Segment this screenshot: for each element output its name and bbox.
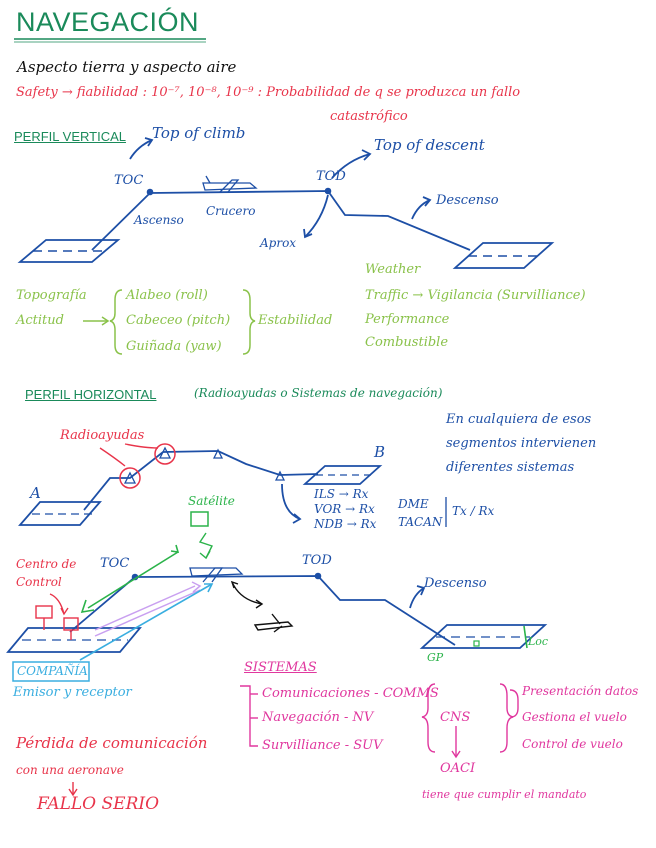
tacan-label: TACAN: [398, 515, 443, 529]
horizontal-profile-drawing: [18, 446, 447, 527]
runway-control: [6, 627, 142, 653]
traffic-label: Traffic → Vigilancia (Survilliance): [365, 288, 586, 303]
function-gestiona: Gestiona el vuelo: [522, 710, 627, 724]
top-of-climb-label: Top of climb: [152, 124, 246, 142]
sistemas-heading: SISTEMAS: [244, 660, 317, 675]
runway-left: [17, 239, 121, 263]
point-a-label: A: [30, 484, 41, 502]
radioayudas-label: Radioayudas: [60, 428, 145, 443]
descenso-label: Descenso: [436, 193, 499, 208]
sistema-nv: Navegación - NV: [262, 710, 374, 725]
flight-path-lower: [69, 575, 456, 646]
arrow-aprox: [304, 194, 329, 238]
performance-label: Performance: [365, 312, 450, 327]
descenso-lower-label: Descenso: [424, 576, 487, 591]
weather-label: Weather: [365, 262, 421, 277]
dme-label: DME: [398, 497, 429, 511]
company-link: [79, 583, 213, 661]
runway-b: [302, 465, 383, 485]
txrx-label: Tx / Rx: [452, 504, 495, 518]
combustible-label: Combustible: [365, 335, 449, 350]
satelite-label: Satélite: [188, 494, 235, 508]
satellite-icon: [190, 511, 209, 527]
brace-attitude: [109, 289, 123, 355]
cns-label: CNS: [440, 710, 471, 725]
vertical-profile-drawing: [17, 137, 555, 269]
safety-line: Safety → fiabilidad : 10⁻⁷, 10⁻⁸, 10⁻⁹ :…: [16, 85, 521, 100]
plane-icon: [202, 175, 258, 193]
runway-right: [452, 242, 555, 269]
lower-profile-drawing: [6, 567, 548, 653]
radioaid-circle-1: [119, 467, 141, 489]
intro-line: Aspecto tierra y aspecto aire: [17, 58, 237, 76]
control-line-2: Control: [16, 575, 62, 589]
fallo-serio-label: FALLO SERIO: [37, 794, 160, 814]
radioaid-circle-2: [154, 443, 176, 465]
control-line-1: Centro de: [16, 557, 77, 571]
tod-label: TOD: [316, 169, 346, 184]
cabeceo-label: Cabeceo (pitch): [126, 313, 231, 328]
note-line-3: diferentes sistemas: [446, 460, 575, 475]
horizontal-subtitle: (Radioayudas o Sistemas de navegación): [194, 386, 443, 400]
brace-stability: [242, 289, 256, 355]
perdida-line-2: con una aeronave: [16, 763, 124, 777]
runway-a: [18, 501, 102, 526]
oaci-label: OACI: [440, 761, 476, 776]
function-control: Control de vuelo: [522, 737, 623, 751]
function-presentacion: Presentación datos: [522, 684, 639, 698]
sistemas-connectors: [240, 683, 519, 759]
estabilidad-label: Estabilidad: [258, 313, 333, 328]
emisor-label: Emisor y receptor: [13, 685, 132, 700]
gp-label: GP: [427, 651, 444, 664]
control-tower-icon: [35, 593, 79, 640]
ils-label: ILS → Rx: [314, 487, 369, 501]
arrow-top-of-descent: [331, 153, 371, 179]
point-b-label: B: [374, 443, 386, 461]
arrow-top-of-climb: [129, 139, 153, 160]
toc-lower-label: TOC: [100, 556, 130, 571]
mandato-label: tiene que cumplir el mandato: [422, 788, 587, 801]
compania-label: COMPAÑÍA: [17, 664, 88, 678]
attitude-braces: [83, 289, 256, 355]
top-of-descent-label: Top of descent: [374, 136, 485, 154]
vertical-heading: PERFIL VERTICAL: [14, 129, 126, 144]
flight-path-horizontal: [83, 450, 319, 511]
toc-label: TOC: [114, 173, 144, 188]
page-title: NAVEGACIÓN: [16, 7, 200, 37]
crucero-label: Crucero: [206, 204, 256, 218]
aprox-label: Aprox: [260, 236, 297, 250]
company-box: [12, 661, 90, 682]
topografia-label: Topografía: [16, 288, 87, 303]
safety-line-cont: catastrófico: [330, 109, 408, 124]
note-line-2: segmentos intervienen: [446, 436, 597, 451]
sistema-comms: Comunicaciones - COMMS: [262, 686, 439, 701]
loc-label: Loc: [528, 635, 549, 648]
ndb-label: NDB → Rx: [314, 517, 377, 531]
guinada-label: Guiñada (yaw): [126, 339, 222, 354]
horizontal-heading: PERFIL HORIZONTAL: [25, 387, 157, 402]
actitud-label: Actitud: [16, 313, 64, 328]
flight-path-vertical: [91, 190, 471, 251]
note-line-1: En cualquiera de esos: [446, 412, 592, 427]
perdida-line-1: Pérdida de comunicación: [16, 734, 208, 752]
runway-gp: [419, 624, 548, 649]
satellite-to-control: [87, 551, 179, 609]
tod-lower-label: TOD: [302, 553, 332, 568]
ground-plane-icon: [230, 580, 294, 633]
vor-label: VOR → Rx: [314, 502, 375, 516]
alabeo-label: Alabeo (roll): [126, 288, 208, 303]
ascenso-label: Ascenso: [134, 213, 184, 227]
sistema-suv: Survilliance - SUV: [262, 738, 383, 753]
